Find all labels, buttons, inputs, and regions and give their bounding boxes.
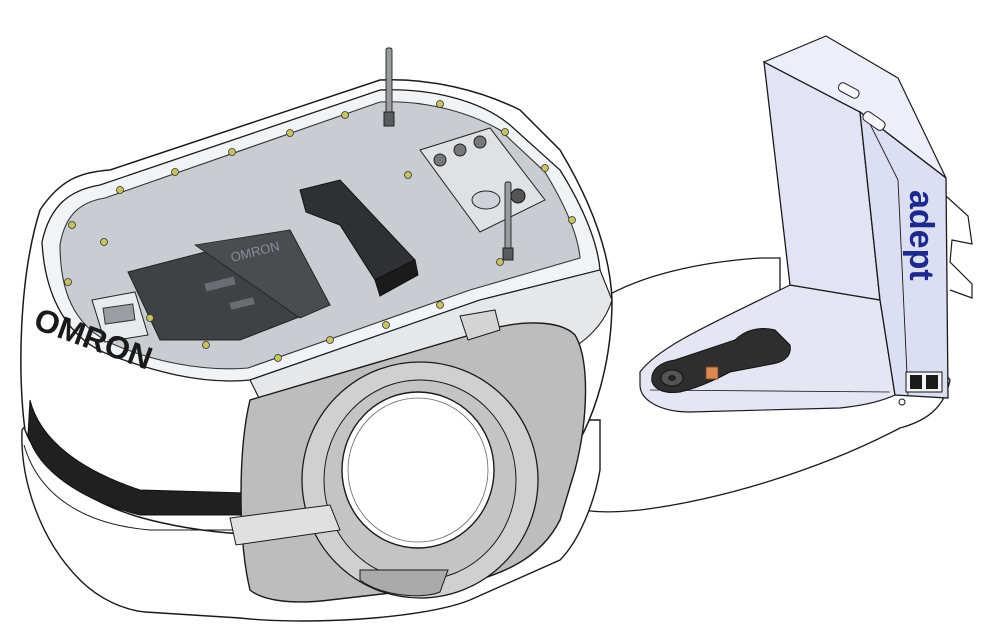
side-interface-plate xyxy=(91,291,149,343)
dock-mount-bracket xyxy=(945,195,973,299)
payload-bracket xyxy=(299,179,419,297)
charge-paddle xyxy=(651,327,791,393)
plate-screws xyxy=(64,100,576,362)
charge-contact-pad xyxy=(705,366,719,380)
lower-drive-wheel xyxy=(359,569,449,597)
dock-tower-side xyxy=(859,110,949,399)
dock-brand-logo: adept xyxy=(902,190,940,281)
connector-plate xyxy=(419,127,546,233)
docking-station: adept xyxy=(559,35,973,513)
mobile-robot: OMRON xyxy=(20,47,613,622)
antenna-front xyxy=(502,181,514,261)
computer-board: OMRON xyxy=(127,229,331,341)
lower-ledge xyxy=(229,504,341,546)
dock-status-buttons xyxy=(837,82,886,131)
dock-power-switch xyxy=(905,371,943,393)
antenna-rear xyxy=(383,47,395,127)
drive-wheel-hub xyxy=(341,391,495,549)
